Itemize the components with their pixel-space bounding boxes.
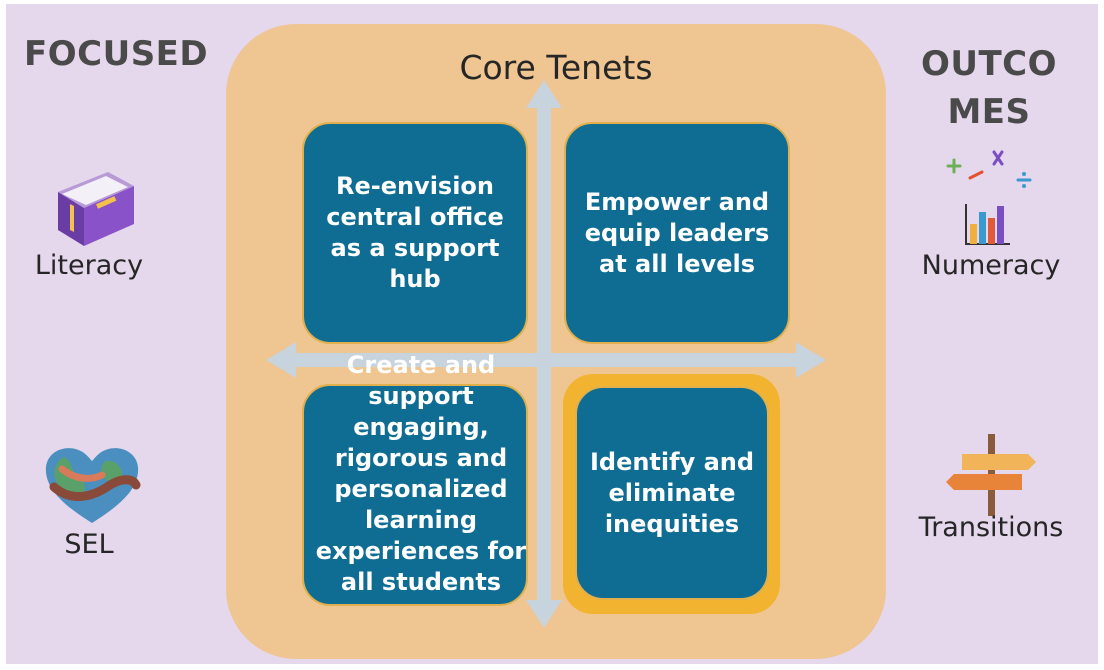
tenet-tile-4: Identify and eliminate inequities	[575, 386, 769, 600]
literacy-label: Literacy	[34, 250, 144, 281]
math-symbols-chart-icon	[936, 146, 1044, 246]
numeracy-label: Numeracy	[921, 250, 1061, 281]
quadrant-arrows	[266, 80, 826, 628]
signpost-icon	[944, 432, 1040, 516]
tenet-text-3: Create and support engaging, rigorous an…	[315, 351, 527, 596]
outcomes-heading: OUTCOMES	[920, 44, 1058, 132]
tenet-text-2: Empower and equip leaders at all levels	[584, 187, 770, 278]
focused-heading: FOCUSED	[24, 34, 209, 74]
transitions-label: Transitions	[918, 512, 1064, 543]
tenet-tile-1: Re-envision central office as a support …	[302, 122, 528, 344]
tenet-tile-3	[302, 384, 528, 606]
tenet-tile-2: Empower and equip leaders at all levels	[564, 122, 790, 344]
tenet-text-4: Identify and eliminate inequities	[589, 447, 755, 538]
sel-label: SEL	[64, 529, 114, 560]
core-tenets-title: Core Tenets	[459, 48, 653, 87]
globe-heart-icon	[40, 441, 144, 527]
book-icon	[48, 164, 140, 250]
tenet-text-1: Re-envision central office as a support …	[326, 172, 504, 293]
slide: FOCUSED OUTCOMES Literacy SEL	[6, 4, 1098, 664]
